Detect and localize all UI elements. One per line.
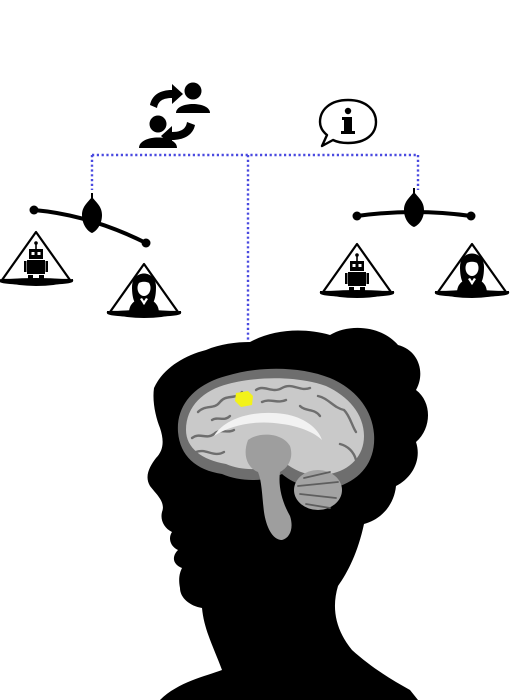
info-speech-bubble-icon (318, 98, 378, 148)
balance-right (318, 188, 511, 299)
pan-left-robot (318, 242, 396, 299)
pan-right-woman (105, 262, 183, 319)
balance-left (0, 193, 183, 319)
pan-left-robot (0, 230, 75, 287)
sagittal-brain-slice (177, 368, 375, 540)
pan-right-woman (433, 242, 511, 299)
user-exchange-icon (139, 82, 210, 148)
brain-activation-spot (235, 391, 253, 407)
connector-lines (90, 153, 420, 395)
